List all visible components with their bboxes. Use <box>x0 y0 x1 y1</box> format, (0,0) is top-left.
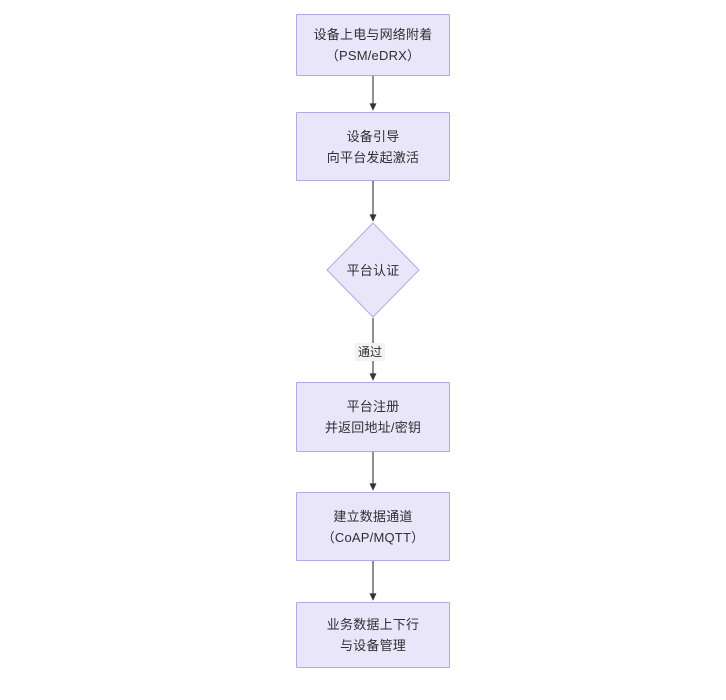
diamond-shape <box>326 222 420 318</box>
node-platform-auth-decision[interactable]: 平台认证 <box>326 222 420 318</box>
node-label: 平台认证 <box>346 262 400 278</box>
node-label: 建立数据通道 （CoAP/MQTT） <box>321 508 425 545</box>
node-device-power-on[interactable]: 设备上电与网络附着 （PSM/eDRX） <box>296 14 450 76</box>
node-label: 业务数据上下行 与设备管理 <box>326 617 420 653</box>
node-label: 平台注册 并返回地址/密钥 <box>324 399 422 435</box>
node-business-data-and-device-management[interactable]: 业务数据上下行 与设备管理 <box>296 602 450 668</box>
node-label: 设备上电与网络附着 （PSM/eDRX） <box>313 27 433 63</box>
edge-label-pass: 通过 <box>355 343 386 361</box>
node-device-bootstrap[interactable]: 设备引导 向平台发起激活 <box>296 112 450 181</box>
node-label: 设备引导 向平台发起激活 <box>326 128 420 165</box>
node-establish-data-channel[interactable]: 建立数据通道 （CoAP/MQTT） <box>296 492 450 561</box>
node-platform-register[interactable]: 平台注册 并返回地址/密钥 <box>296 382 450 452</box>
